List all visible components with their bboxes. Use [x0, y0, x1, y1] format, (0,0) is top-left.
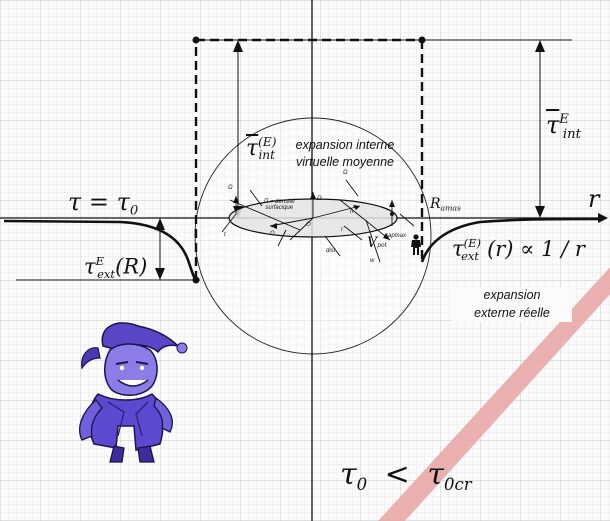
person-icon	[409, 234, 423, 256]
inset-label-rapmax: rapmax	[386, 233, 406, 239]
label-tau-ext-proportional: τ(E)ext(r) ∝ 1 / r	[452, 238, 585, 262]
label-axis-r: r	[588, 187, 599, 211]
label-expansion-interne: expansion interne virtuelle moyenne	[285, 137, 405, 171]
inset-label-w: w	[370, 258, 374, 264]
inset-label-omega-4: Ω	[343, 170, 348, 176]
inset-label-omega-2: Ω	[317, 196, 322, 202]
inset-label-t: t	[224, 232, 226, 238]
label-tau-int-E-right: τEint	[546, 113, 581, 141]
inset-label-omega-1: Ω	[228, 185, 233, 191]
label-tau-int-center: τ(E)int	[246, 136, 275, 161]
inset-label-n: n	[350, 209, 353, 215]
corner-dot-tl	[193, 37, 200, 44]
inset-dot	[390, 212, 394, 216]
inset-label-v-pot: Vpot	[367, 236, 387, 250]
mascot-jester-illustration	[58, 316, 198, 466]
inset-label-dist: dist	[326, 248, 335, 254]
label-tau-ext-R: τEext(R)	[84, 256, 147, 280]
inset-label-r: r	[341, 227, 343, 233]
inset-label-pi-densite: Π = densité surfacique	[264, 199, 295, 211]
label-bottom-inequality: τ0 < τ0cr	[340, 460, 472, 493]
label-r-amas: Ramas	[430, 197, 461, 212]
corner-dot-tr	[419, 37, 426, 44]
inset-label-o: O	[306, 222, 311, 228]
label-expansion-externe: expansion externe réelle	[452, 287, 572, 322]
inset-label-omega-3: Ω	[270, 231, 275, 237]
label-tau-equals-tau0: τ = τ0	[68, 190, 138, 218]
